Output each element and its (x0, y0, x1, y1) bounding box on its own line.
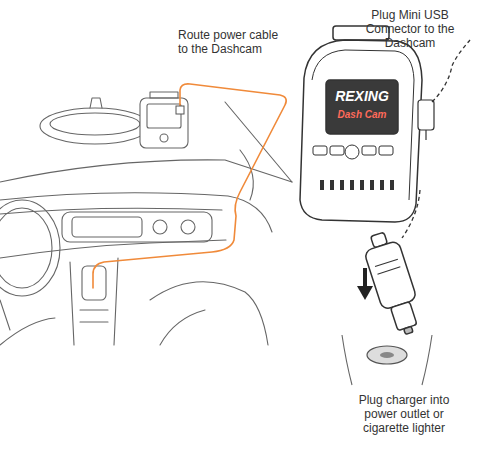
screen-subtitle: Dash Cam (328, 108, 396, 121)
callout-label: Route power cable to the Dashcam (178, 28, 286, 56)
screen-logo: REXING (328, 88, 396, 105)
callout-label: Plug Mini USB Connector to the Dashcam (358, 8, 462, 50)
callout-label: Plug charger into power outlet or cigare… (348, 393, 460, 435)
